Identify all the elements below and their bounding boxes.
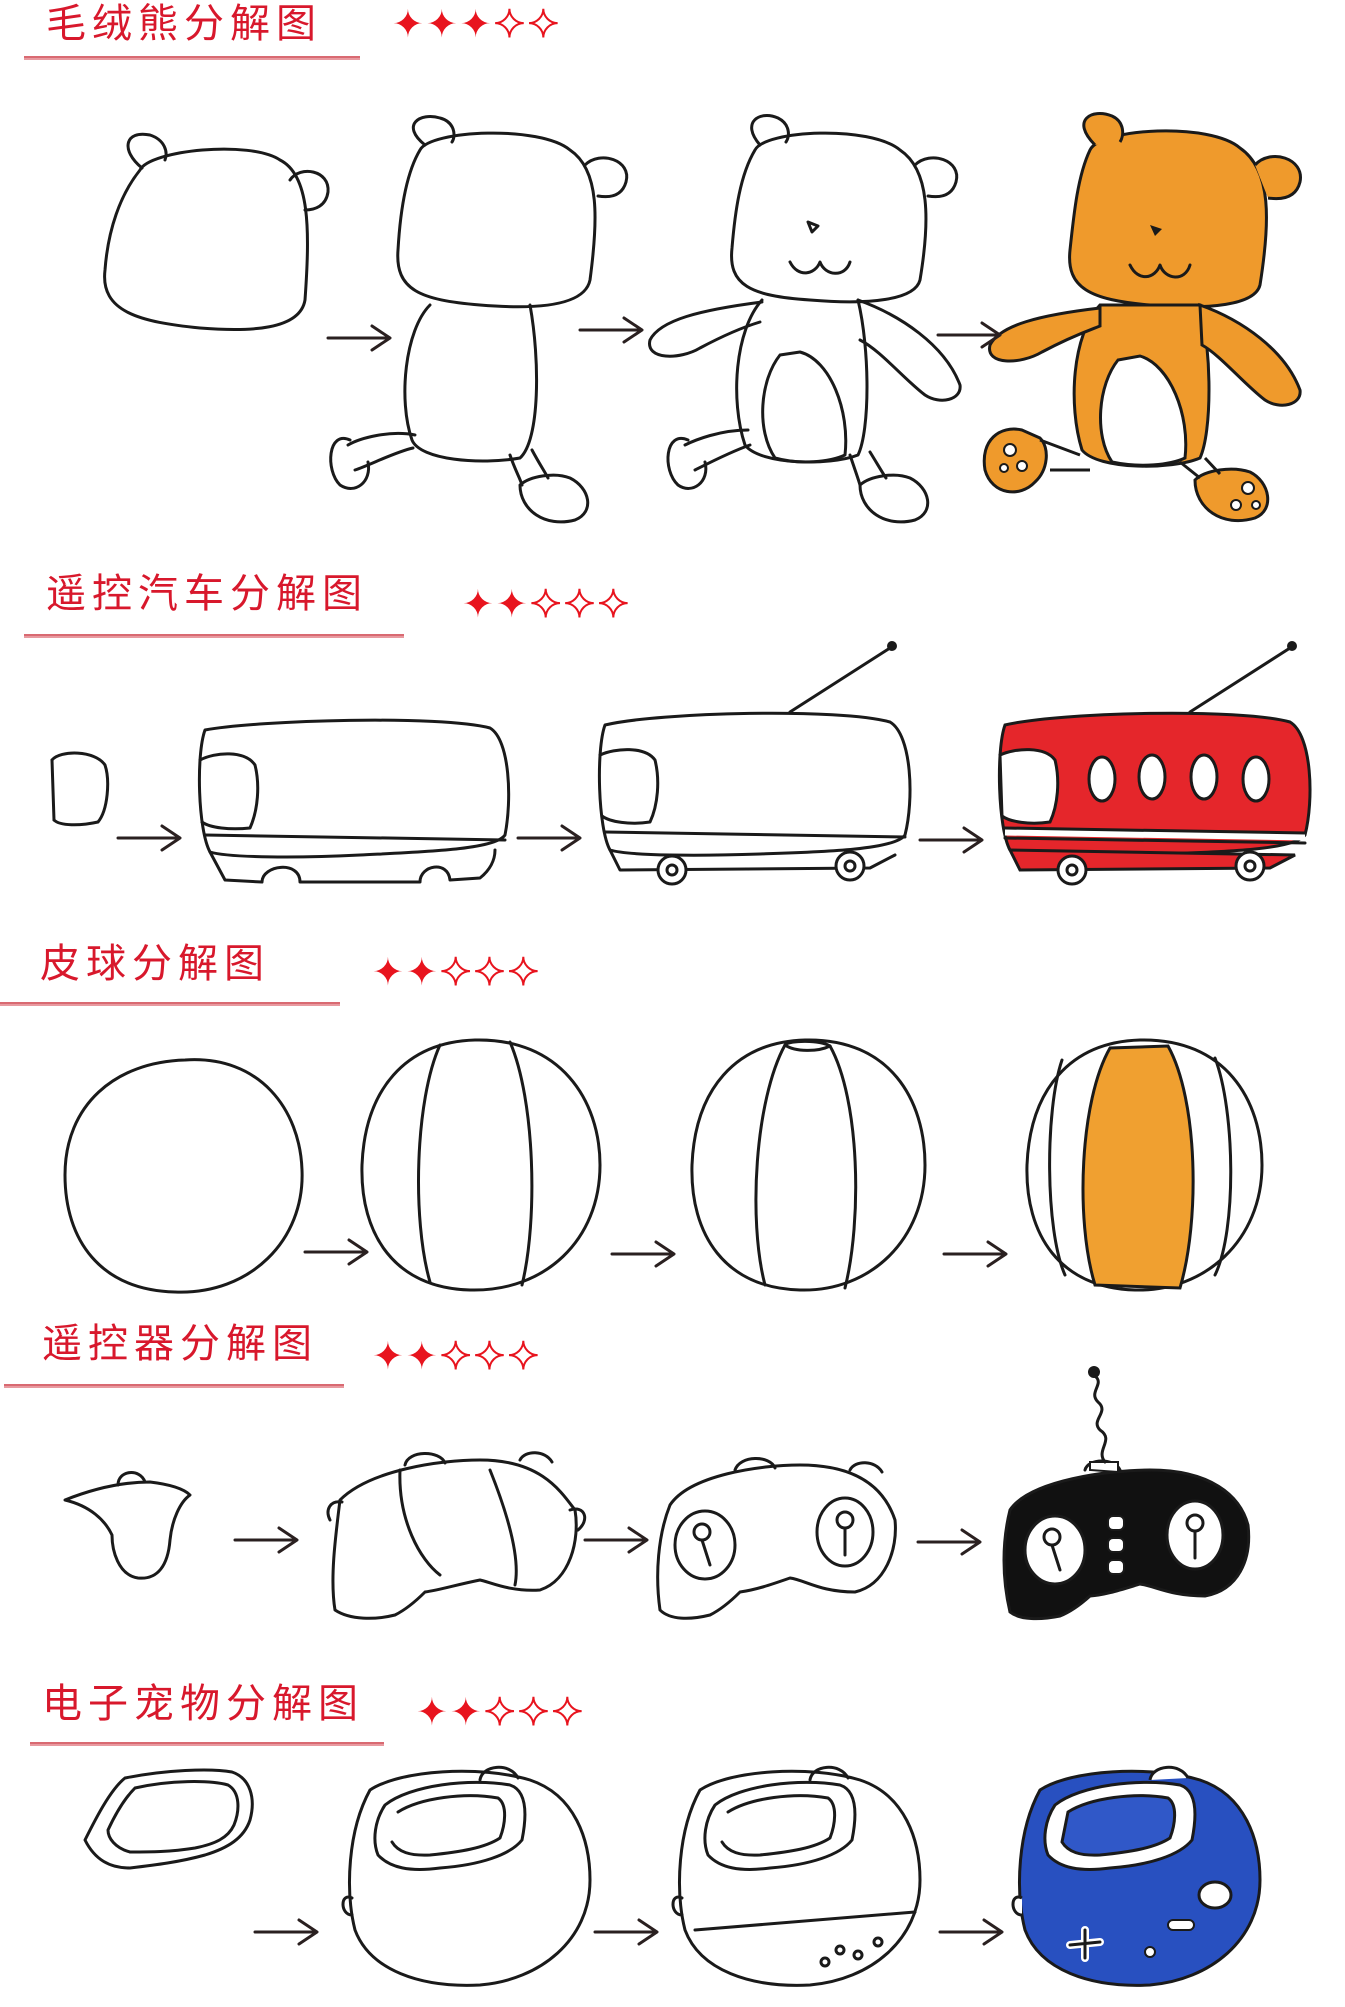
red-outline-star-icon: ✦ bbox=[563, 582, 598, 626]
section-title: 毛绒熊分解图 bbox=[46, 1, 322, 47]
bear-step-3-drawing bbox=[648, 114, 962, 524]
red-filled-star-icon: ✦ bbox=[405, 1334, 440, 1378]
red-outline-star-icon: ✦ bbox=[439, 950, 474, 994]
section-ball: 皮球分解图 ✦✦✦✦✦ bbox=[0, 940, 1345, 1320]
remote-step-4-colored bbox=[1002, 1366, 1251, 1621]
right-arrow-icon bbox=[938, 1918, 1004, 1946]
title-underline bbox=[30, 1742, 384, 1746]
red-outline-star-icon: ✦ bbox=[517, 1690, 552, 1734]
section-teddy-bear: 毛绒熊分解图 ✦✦✦✦✦ bbox=[0, 0, 1345, 560]
red-outline-star-icon: ✦ bbox=[439, 1334, 474, 1378]
red-outline-star-icon: ✦ bbox=[526, 2, 562, 46]
title-underline bbox=[0, 1002, 340, 1006]
right-arrow-icon bbox=[593, 1918, 659, 1946]
difficulty-rating: ✦✦✦✦✦ bbox=[372, 1334, 542, 1378]
red-outline-star-icon: ✦ bbox=[506, 950, 542, 994]
red-filled-star-icon: ✦ bbox=[462, 582, 496, 626]
red-filled-star-icon: ✦ bbox=[372, 1334, 406, 1378]
red-outline-star-icon: ✦ bbox=[596, 582, 632, 626]
remote-controller-steps bbox=[63, 1366, 1251, 1621]
red-filled-star-icon: ✦ bbox=[416, 1690, 450, 1734]
rc-car-steps bbox=[50, 641, 1312, 886]
right-arrow-icon bbox=[326, 324, 392, 352]
ball-step-4-colored bbox=[1025, 1038, 1264, 1292]
car-step-3-drawing bbox=[597, 641, 912, 886]
section-title: 遥控器分解图 bbox=[42, 1321, 318, 1367]
red-filled-star-icon: ✦ bbox=[372, 950, 406, 994]
remote-step-3-drawing bbox=[656, 1457, 897, 1620]
right-arrow-icon bbox=[303, 1238, 369, 1266]
red-filled-star-icon: ✦ bbox=[425, 2, 460, 46]
right-arrow-icon bbox=[916, 1528, 982, 1556]
right-arrow-icon bbox=[116, 824, 182, 852]
bear-step-2-drawing bbox=[329, 115, 629, 524]
right-arrow-icon bbox=[936, 321, 1002, 349]
right-arrow-icon bbox=[942, 1240, 1008, 1268]
section-rc-car: 遥控汽车分解图 ✦✦✦✦✦ bbox=[0, 560, 1345, 940]
electronic-pet-steps bbox=[83, 1765, 1262, 1987]
car-step-1-drawing bbox=[50, 751, 110, 827]
ball-step-1-drawing bbox=[63, 1058, 304, 1294]
pet-step-2-drawing bbox=[341, 1765, 592, 1987]
right-arrow-icon bbox=[233, 1526, 299, 1554]
remote-step-1-drawing bbox=[63, 1471, 192, 1580]
red-outline-star-icon: ✦ bbox=[473, 950, 508, 994]
section-electronic-pet: 电子宠物分解图 ✦✦✦✦✦ bbox=[0, 1680, 1345, 2007]
difficulty-rating: ✦✦✦✦✦ bbox=[392, 2, 562, 46]
right-arrow-icon bbox=[516, 824, 582, 852]
car-step-4-colored bbox=[997, 641, 1312, 886]
teddy-bear-steps bbox=[103, 112, 1302, 524]
ball-steps bbox=[63, 1038, 1264, 1294]
section-remote-controller: 遥控器分解图 ✦✦✦✦✦ bbox=[0, 1320, 1345, 1680]
difficulty-rating: ✦✦✦✦✦ bbox=[372, 950, 542, 994]
title-underline bbox=[24, 56, 360, 60]
title-underline bbox=[24, 634, 404, 638]
red-filled-star-icon: ✦ bbox=[459, 2, 494, 46]
red-outline-star-icon: ✦ bbox=[529, 582, 564, 626]
pet-step-1-drawing bbox=[83, 1768, 254, 1870]
red-filled-star-icon: ✦ bbox=[495, 582, 530, 626]
right-arrow-icon bbox=[918, 826, 984, 854]
red-filled-star-icon: ✦ bbox=[392, 2, 426, 46]
red-outline-star-icon: ✦ bbox=[483, 1690, 518, 1734]
car-step-2-drawing bbox=[197, 718, 511, 884]
section-title: 遥控汽车分解图 bbox=[46, 571, 368, 617]
bear-step-1-drawing bbox=[103, 132, 330, 332]
difficulty-rating: ✦✦✦✦✦ bbox=[462, 582, 632, 626]
red-outline-star-icon: ✦ bbox=[550, 1690, 586, 1734]
title-underline bbox=[4, 1384, 344, 1388]
right-arrow-icon bbox=[253, 1918, 319, 1946]
ball-step-3-drawing bbox=[690, 1038, 927, 1292]
right-arrow-icon bbox=[610, 1240, 676, 1268]
remote-step-2-drawing bbox=[326, 1451, 587, 1620]
red-filled-star-icon: ✦ bbox=[449, 1690, 484, 1734]
section-title: 电子宠物分解图 bbox=[42, 1681, 364, 1727]
red-outline-star-icon: ✦ bbox=[493, 2, 528, 46]
red-outline-star-icon: ✦ bbox=[473, 1334, 508, 1378]
bear-step-4-colored bbox=[982, 112, 1302, 523]
ball-step-2-drawing bbox=[360, 1038, 602, 1292]
section-title: 皮球分解图 bbox=[40, 941, 270, 987]
pet-step-4-colored bbox=[1011, 1765, 1262, 1987]
red-outline-star-icon: ✦ bbox=[506, 1334, 542, 1378]
difficulty-rating: ✦✦✦✦✦ bbox=[416, 1690, 586, 1734]
right-arrow-icon bbox=[583, 1526, 649, 1554]
pet-step-3-drawing bbox=[671, 1765, 922, 1987]
right-arrow-icon bbox=[578, 316, 644, 344]
red-filled-star-icon: ✦ bbox=[405, 950, 440, 994]
